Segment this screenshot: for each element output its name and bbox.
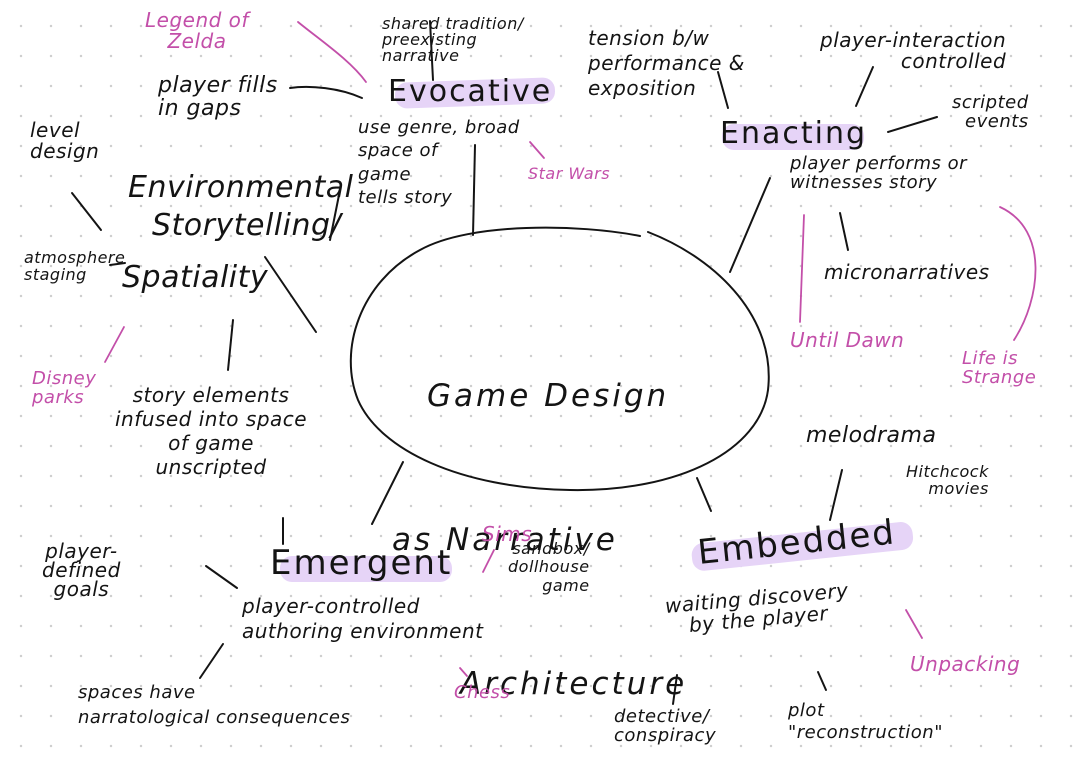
evocative-title: Evocative <box>388 74 553 109</box>
environmental-description: story elements infused into space of gam… <box>115 383 308 479</box>
enacting-description: player performs or witnesses story <box>790 153 968 193</box>
enacting-related-scripted-events: scripted events <box>952 92 1029 132</box>
highlight-enacting <box>722 124 864 150</box>
environmental-title-line2: Storytelling/ <box>152 208 342 243</box>
emergent-related-player-defined-goals: player- defined goals <box>42 539 121 601</box>
embedded-related-hitchcock-movies: Hitchcock movies <box>906 462 989 498</box>
example-legend-of-zelda: Legend of Zelda <box>145 8 249 53</box>
highlight-emergent <box>280 556 452 582</box>
example-unpacking: Unpacking <box>910 652 1021 676</box>
environmental-title-line1: Environmental <box>128 170 354 205</box>
example-life-is-strange: Life is Strange <box>962 348 1037 388</box>
enacting-title: Enacting <box>720 116 868 151</box>
evocative-description: use genre, broad space of game tells sto… <box>358 117 520 209</box>
emergent-description: player-controlled authoring environment <box>242 594 484 643</box>
emergent-related-sandbox-dollhouse: sandbox/ dollhouse game <box>508 539 590 595</box>
embedded-related-detective-conspiracy: detective/ conspiracy <box>614 706 717 746</box>
emergent-related-spaces-narratological: spaces have narratological consequences <box>78 682 351 729</box>
enacting-related-player-interaction: player-interaction controlled <box>820 28 1007 73</box>
central-topic: Game Design as Narrative Architecture <box>392 276 687 769</box>
example-until-dawn: Until Dawn <box>790 328 905 352</box>
embedded-title: Embedded <box>695 512 898 573</box>
embedded-related-melodrama: melodrama <box>806 423 937 448</box>
central-topic-line3: Architecture <box>460 666 688 703</box>
embedded-description: waiting discovery by the player <box>663 578 850 637</box>
example-disney-parks: Disney parks <box>32 368 97 408</box>
example-sims: Sims <box>482 522 533 546</box>
enacting-related-tension: tension b/w performance & exposition <box>588 26 745 100</box>
example-star-wars: Star Wars <box>528 164 611 183</box>
environmental-title-line3: Spatiality <box>122 260 269 295</box>
enacting-related-micronarratives: micronarratives <box>824 260 990 284</box>
embedded-related-plot-reconstruction: plot "reconstruction" <box>788 700 943 743</box>
central-topic-line2: as Narrative <box>392 522 618 559</box>
environmental-related-level-design: level design <box>30 118 100 163</box>
central-topic-line1: Game Design <box>427 378 670 415</box>
emergent-title: Emergent <box>270 543 453 583</box>
environmental-related-player-fills-gaps: player fills in gaps <box>158 73 278 122</box>
example-chess: Chess <box>454 682 511 703</box>
evocative-related-shared-tradition: shared tradition/ preexisting narrative <box>382 14 524 65</box>
environmental-related-atmosphere-staging: atmosphere staging <box>24 248 126 284</box>
